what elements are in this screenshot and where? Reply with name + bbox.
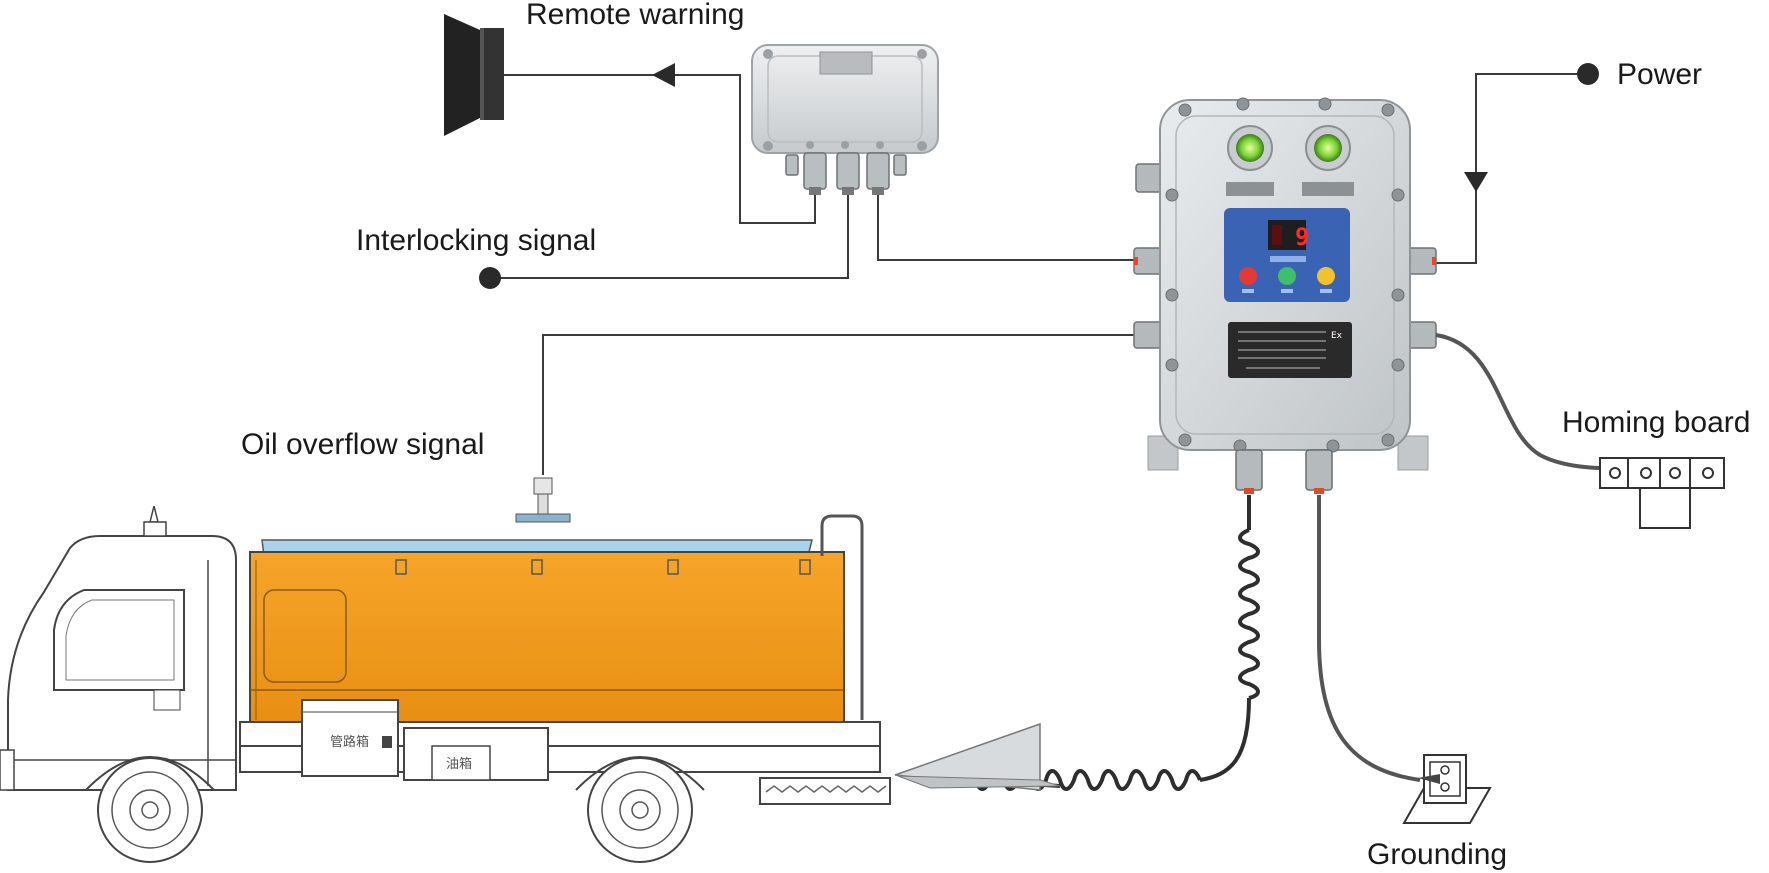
grounding-plate-icon — [1402, 754, 1492, 824]
alarm-button — [1239, 267, 1257, 285]
junction-to-controller-wire — [877, 195, 1140, 261]
power-terminal-dot — [1577, 63, 1599, 85]
horn-icon — [444, 14, 504, 136]
controller-enclosure: 9 Ex — [1133, 97, 1437, 494]
tank-truck: 管路箱 油箱 — [0, 477, 891, 863]
power-arrow — [1464, 172, 1488, 192]
grounding-clamp-icon — [894, 722, 1061, 791]
pipe-box-label: 管路箱 — [330, 734, 369, 750]
interlocking-wire — [490, 195, 849, 279]
remote-warning-arrow — [652, 63, 675, 87]
indicator-light-right — [1305, 125, 1351, 171]
label-power: Power — [1617, 58, 1702, 91]
label-interlocking-signal: Interlocking signal — [356, 224, 596, 257]
oil-box-label: 油箱 — [446, 756, 472, 772]
wiring — [490, 73, 1588, 475]
label-grounding: Grounding — [1367, 838, 1507, 871]
interlocking-terminal-dot — [479, 267, 501, 289]
reset-button — [1317, 267, 1335, 285]
power-wire — [1420, 73, 1588, 264]
nameplate-ex-mark: Ex — [1331, 331, 1343, 341]
junction-box — [751, 44, 939, 195]
front-wheel — [97, 757, 203, 863]
stop-button — [1278, 267, 1296, 285]
label-oil-overflow-signal: Oil overflow signal — [241, 428, 484, 461]
oil-overflow-wire — [542, 334, 1138, 475]
label-homing-board: Homing board — [1562, 406, 1750, 439]
rear-wheel — [587, 757, 693, 863]
display-digit: 9 — [1295, 223, 1309, 251]
label-remote-warning: Remote warning — [526, 0, 744, 31]
homing-board-cable — [1435, 333, 1603, 470]
indicator-light-left — [1227, 125, 1273, 171]
grounding-cable — [1317, 495, 1421, 782]
homing-board-icon — [1599, 457, 1725, 529]
